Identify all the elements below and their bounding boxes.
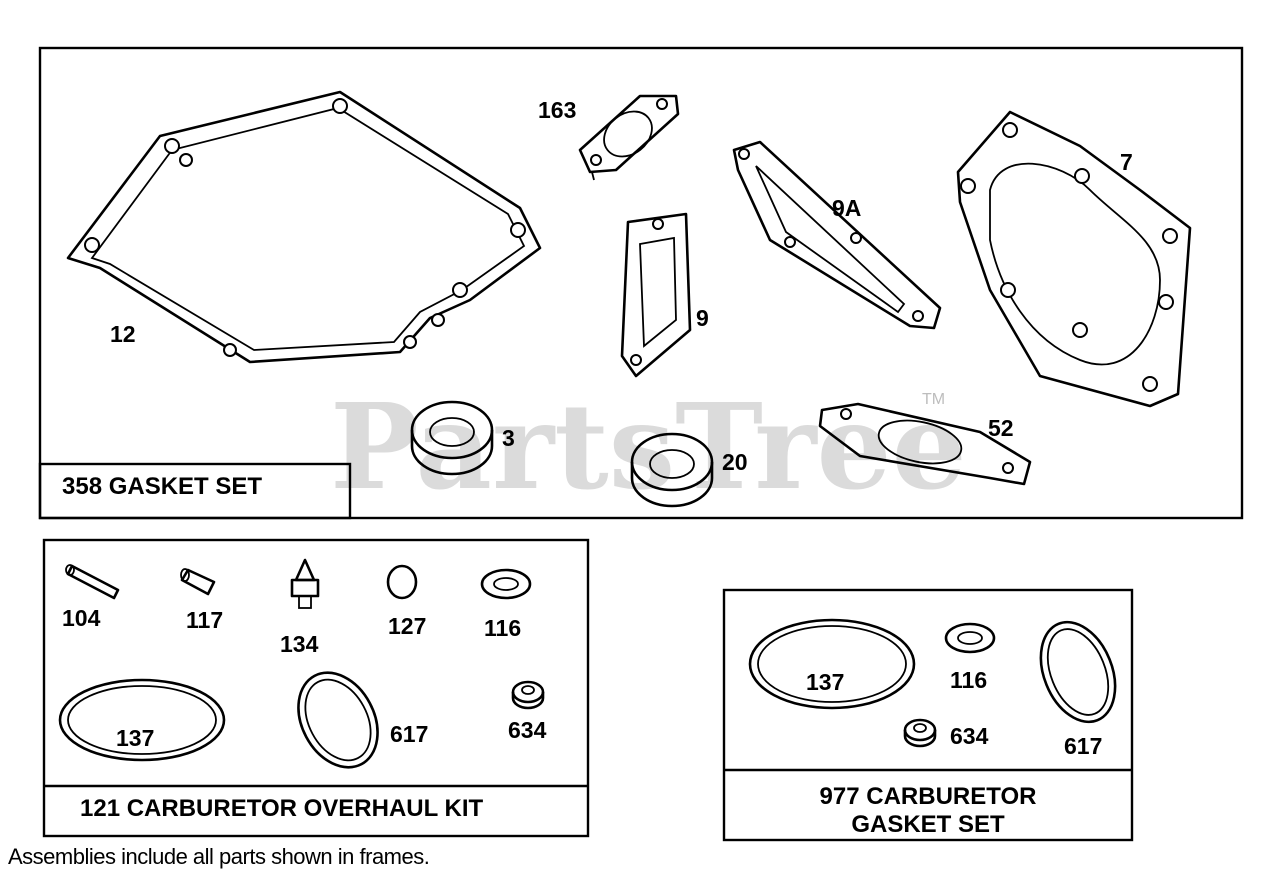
watermark-trademark: TM [922,391,945,408]
part-163-gasket[interactable] [578,94,680,181]
part-7-head-gasket[interactable] [956,110,1192,408]
part-617-o-ring[interactable] [1027,611,1129,733]
part-52-gasket[interactable] [818,402,1032,486]
gasket-set-frame: 358 GASKET SET 12 163 [38,46,1244,520]
part-117-pin[interactable] [180,568,216,596]
part-634-washer[interactable] [511,680,545,710]
part-20-oil-seal[interactable] [630,432,714,508]
carb-overhaul-border [42,538,590,838]
carb-overhaul-frame: 121 CARBURETOR OVERHAUL KIT 104 117 134 … [42,538,590,838]
part-9-gasket[interactable] [620,212,692,378]
part-12-crankcase-gasket[interactable] [66,90,542,364]
part-127-welch-plug[interactable] [386,564,418,600]
part-label-634: 634 [508,717,547,743]
part-label-116: 116 [484,615,521,641]
part-label-134: 134 [280,631,319,657]
carb-overhaul-title: 121 CARBURETOR OVERHAUL KIT [80,795,484,822]
part-label-7: 7 [1120,149,1133,175]
carb-gasket-frame: 977 CARBURETOR GASKET SET 137 116 634 61… [722,588,1134,842]
footnote: Assemblies include all parts shown in fr… [8,844,430,869]
gasket-set-title-box [38,462,352,520]
part-label-12: 12 [110,321,136,347]
part-116-washer[interactable] [944,622,996,654]
part-3-oil-seal[interactable] [410,400,494,476]
watermark-brand: PartsTree [330,377,967,516]
gasket-set-title: 358 GASKET SET [62,473,262,500]
part-label-104: 104 [62,605,101,631]
part-label-3: 3 [502,425,515,451]
part-label-137: 137 [806,669,844,695]
carb-gasket-title-line1: 977 CARBURETOR [820,783,1037,810]
part-137-ring[interactable] [748,618,916,710]
carb-gasket-title-line2: GASKET SET [851,811,1005,838]
part-label-52: 52 [988,415,1014,441]
part-137-ring[interactable] [58,678,226,762]
carb-gasket-border [722,588,1134,842]
part-label-116: 116 [950,667,987,693]
part-617-o-ring[interactable] [283,659,394,781]
part-label-127: 127 [388,613,426,639]
part-label-9a: 9A [832,195,861,221]
part-134-inlet-needle[interactable] [290,558,320,609]
part-9a-gasket[interactable] [732,140,942,330]
part-label-20: 20 [722,449,748,475]
part-label-9: 9 [696,305,709,331]
part-label-617: 617 [390,721,428,747]
part-634-washer[interactable] [903,718,937,748]
part-116-washer[interactable] [480,568,532,600]
part-label-163: 163 [538,97,576,123]
part-104-pin[interactable] [65,564,120,600]
part-label-117: 117 [186,607,223,633]
gasket-set-border [38,46,1244,520]
part-label-617: 617 [1064,733,1102,759]
part-label-137: 137 [116,725,154,751]
part-label-634: 634 [950,723,989,749]
